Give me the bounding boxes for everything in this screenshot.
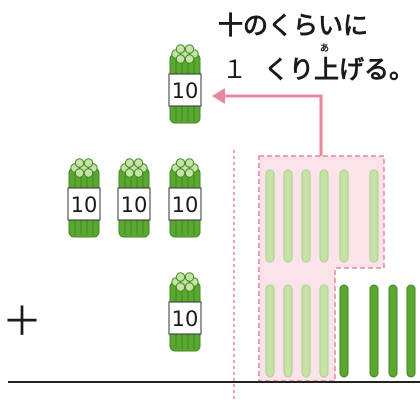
ones-stick: [388, 284, 398, 378]
carried-stick-top: [319, 169, 329, 263]
bundle-stick-end: [133, 168, 144, 178]
bundle-stick-end: [184, 168, 195, 178]
ten-bundle: 10: [168, 272, 202, 352]
bundle-stick-end: [74, 158, 85, 168]
bundle-stick-end: [74, 168, 85, 178]
bundle-stick-end: [83, 168, 94, 178]
bundle-stick-end: [184, 272, 195, 282]
bundle-stick-end: [175, 168, 186, 178]
carried-stick-bottom: [301, 284, 311, 378]
carried-stick-top: [301, 169, 311, 263]
ones-stick: [339, 284, 349, 378]
bundle-stick-end: [184, 44, 195, 54]
ones-stick: [369, 284, 379, 378]
bundle-band: [168, 301, 202, 335]
furigana-a: あ: [320, 44, 330, 54]
ten-bundle: 10: [117, 158, 151, 238]
bundle-stick-end: [175, 282, 186, 292]
bundle-band: [117, 187, 151, 221]
carried-stick-top: [265, 169, 275, 263]
carried-ten-bundle: 10: [168, 44, 202, 124]
bundle-stick-end: [175, 158, 186, 168]
carried-stick-bottom: [319, 284, 329, 378]
carried-stick-bottom: [265, 284, 275, 378]
bundle-stick-end: [83, 158, 94, 168]
bundle-stick-end: [184, 158, 195, 168]
bundle-stick-end: [175, 54, 186, 64]
bundle-stick-end: [184, 282, 195, 292]
bundle-stick-end: [133, 158, 144, 168]
carried-stick-top: [283, 169, 293, 263]
carried-stick-top: [369, 169, 379, 263]
bundle-band: [67, 187, 101, 221]
bundle-label: 10: [71, 193, 98, 217]
carry-caption-line2: １ くり上げる。: [222, 50, 414, 86]
bundle-band: [168, 73, 202, 107]
carry-digit: １: [222, 55, 248, 84]
bundle-label: 10: [172, 193, 199, 217]
bundle-stick-end: [175, 44, 186, 54]
ones-stick: [406, 284, 416, 378]
bundle-stick-end: [124, 168, 135, 178]
bundle-label: 10: [172, 79, 199, 103]
plus-sign: ＋: [2, 299, 42, 345]
bundle-stick-end: [184, 54, 195, 64]
carried-stick-bottom: [283, 284, 293, 378]
carry-caption-text: くり上げる。: [264, 55, 415, 84]
bundle-label: 10: [121, 193, 148, 217]
bundle-band: [168, 187, 202, 221]
ten-bundle: 10: [168, 158, 202, 238]
bundle-stick-end: [124, 158, 135, 168]
carry-caption-line1: 十のくらいに: [218, 11, 369, 40]
carry-arrow-head: [212, 88, 225, 104]
bundle-stick-end: [175, 272, 186, 282]
carry-arrow-line: [222, 94, 323, 156]
bundle-label: 10: [172, 307, 199, 331]
carried-stick-top: [339, 169, 349, 263]
ten-bundle: 10: [67, 158, 101, 238]
